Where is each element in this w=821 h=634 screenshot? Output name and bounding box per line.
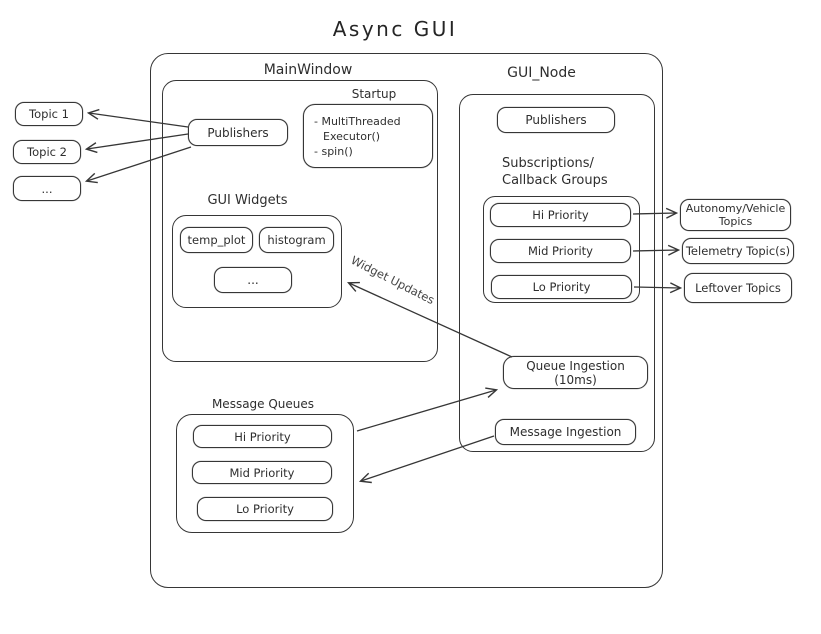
widget-temp-plot-box: temp_plot bbox=[180, 227, 253, 253]
startup-box: - MultiThreaded Executor() - spin() bbox=[303, 104, 433, 168]
leftover-topics-box: Leftover Topics bbox=[684, 273, 792, 303]
widget-more-box: ... bbox=[214, 267, 292, 293]
subscription-hi-priority-box: Hi Priority bbox=[490, 203, 631, 227]
topic-more-box: ... bbox=[13, 176, 81, 201]
subscription-lo-priority-box: Lo Priority bbox=[491, 275, 632, 299]
telemetry-topics-box: Telemetry Topic(s) bbox=[682, 238, 794, 264]
gui-node-label: GUI_Node bbox=[507, 64, 576, 81]
subscription-mid-priority-box: Mid Priority bbox=[490, 239, 631, 263]
startup-line: - spin() bbox=[314, 145, 353, 158]
autonomy-vehicle-topics-box: Autonomy/Vehicle Topics bbox=[680, 199, 791, 231]
gui-widgets-label: GUI Widgets bbox=[207, 192, 288, 208]
main-window-publishers-box: Publishers bbox=[188, 119, 288, 146]
startup-line: Executor() bbox=[323, 130, 381, 143]
queue-lo-priority-box: Lo Priority bbox=[197, 497, 333, 521]
topic-1-box: Topic 1 bbox=[15, 102, 83, 126]
main-window-label: MainWindow bbox=[263, 61, 353, 78]
queue-ingestion-box: Queue Ingestion (10ms) bbox=[503, 356, 648, 389]
outer-frame bbox=[150, 53, 663, 588]
queue-mid-priority-box: Mid Priority bbox=[192, 461, 332, 484]
subscriptions-label-line1: Subscriptions/ bbox=[502, 155, 594, 171]
queue-hi-priority-box: Hi Priority bbox=[193, 425, 332, 448]
startup-label: Startup bbox=[351, 87, 397, 101]
message-queues-label: Message Queues bbox=[211, 396, 315, 411]
topic-2-box: Topic 2 bbox=[13, 140, 81, 164]
gui-node-frame bbox=[459, 94, 655, 452]
subscriptions-label-line2: Callback Groups bbox=[502, 172, 608, 188]
widget-histogram-box: histogram bbox=[259, 227, 334, 253]
diagram-title: Async GUI bbox=[332, 17, 458, 41]
startup-line: - MultiThreaded bbox=[314, 115, 401, 128]
main-window-frame bbox=[162, 80, 438, 362]
gui-node-publishers-box: Publishers bbox=[497, 107, 615, 133]
gui-widgets-frame bbox=[172, 215, 342, 308]
message-queues-frame bbox=[176, 414, 354, 533]
message-ingestion-box: Message Ingestion bbox=[495, 419, 636, 445]
